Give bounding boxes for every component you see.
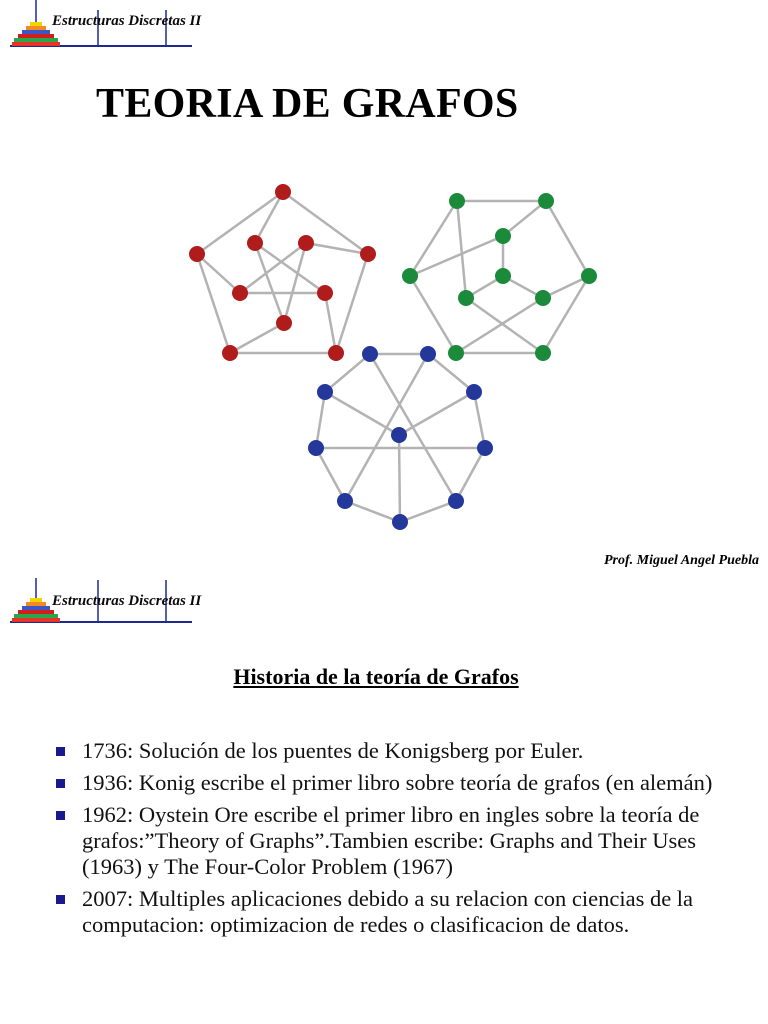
red-graph-edge [229, 321, 285, 355]
green-graph-edge [409, 234, 504, 278]
red-graph-edge [253, 191, 285, 244]
list-item: 1962: Oystein Ore escribe el primer libr… [56, 802, 736, 880]
green-graph-node [581, 268, 597, 284]
blue-graph-edge [454, 447, 487, 502]
bullet-square-icon [56, 779, 65, 788]
blue-graph-node [362, 346, 378, 362]
list-item-text: 1936: Konig escribe el primer libro sobr… [82, 770, 713, 795]
green-graph-edge [455, 296, 544, 355]
green-graph-edge [502, 200, 547, 237]
list-item-text: 2007: Multiples aplicaciones debido a su… [82, 886, 694, 937]
blue-graph-edge [344, 499, 401, 524]
blue-graph-edge [314, 391, 327, 449]
red-graph-edge [254, 241, 326, 295]
bullet-square-icon [56, 811, 65, 820]
red-graph-edge [282, 190, 369, 256]
blue-graph-edge [324, 353, 371, 393]
list-item-text: 1962: Oystein Ore escribe el primer libr… [82, 802, 700, 879]
blue-graph-node [317, 384, 333, 400]
red-graph-edge [323, 292, 338, 354]
green-graph-edge [408, 275, 458, 354]
blue-graph-node [466, 384, 482, 400]
blue-graph-edge [472, 391, 487, 449]
page-title: TEORIA DE GRAFOS [96, 81, 519, 127]
green-graph-node [495, 268, 511, 284]
red-graph-node [232, 285, 248, 301]
list-item: 2007: Multiples aplicaciones debido a su… [56, 886, 736, 938]
green-graph-node [535, 345, 551, 361]
green-graph-node [448, 345, 464, 361]
blue-graph-node [337, 493, 353, 509]
bullet-square-icon [56, 895, 65, 904]
red-graph [189, 184, 376, 361]
green-graph-edge [455, 200, 468, 299]
blue-graph-edge [324, 390, 400, 437]
slide-2: Estructuras Discretas II Historia de la … [0, 574, 768, 1024]
blue-graph [308, 346, 493, 530]
green-graph-edge [542, 274, 590, 300]
red-graph-edge [253, 242, 286, 324]
blue-graph-edge [397, 434, 402, 523]
course-title: Estructuras Discretas II [52, 13, 202, 29]
list-item: 1936: Konig escribe el primer libro sobr… [56, 770, 736, 796]
blue-graph-node [477, 440, 493, 456]
bullet-square-icon [56, 747, 65, 756]
green-graph-edge [541, 275, 591, 354]
slide-header: Estructuras Discretas II [0, 0, 768, 60]
red-graph-node [189, 246, 205, 262]
blue-graph-edge [399, 499, 457, 524]
green-graph-node [402, 268, 418, 284]
green-graph-node [449, 193, 465, 209]
red-graph-edge [305, 241, 369, 256]
green-graph-edge [465, 296, 544, 355]
red-graph-node [360, 246, 376, 262]
red-graph-node [276, 315, 292, 331]
red-graph-node [317, 285, 333, 301]
blue-graph-node [448, 493, 464, 509]
red-graph-node [247, 235, 263, 251]
red-graph-edge [195, 253, 232, 354]
graph-illustrations [189, 184, 597, 530]
author-credit: Prof. Miguel Angel Puebla [603, 553, 759, 568]
red-graph-node [275, 184, 291, 200]
red-graph-edge [282, 242, 308, 324]
list-item: 1736: Solución de los puentes de Konigsb… [56, 738, 736, 764]
slide-header: Estructuras Discretas II [0, 574, 768, 634]
course-title: Estructuras Discretas II [52, 593, 202, 609]
blue-graph-edge [314, 447, 347, 502]
hanoi-logo [10, 578, 192, 623]
blue-graph-node [420, 346, 436, 362]
red-graph-node [328, 345, 344, 361]
green-graph-edge [544, 200, 591, 277]
blue-graph-node [391, 427, 407, 443]
history-list: 1736: Solución de los puentes de Konigsb… [56, 738, 736, 944]
green-graph-node [458, 290, 474, 306]
hanoi-logo [10, 0, 192, 47]
blue-graph-edge [398, 390, 475, 437]
red-graph-edge [196, 253, 241, 294]
blue-graph-node [392, 514, 408, 530]
green-graph [402, 193, 597, 361]
red-graph-edge [196, 190, 284, 256]
green-graph-node [495, 228, 511, 244]
blue-graph-edge [427, 353, 475, 393]
green-graph-node [535, 290, 551, 306]
red-graph-edge [239, 242, 307, 294]
section-title: Historia de la teoría de Grafos [233, 664, 519, 689]
green-graph-edge [408, 200, 459, 277]
red-graph-edge [334, 253, 370, 354]
green-graph-node [538, 193, 554, 209]
slide-1: Estructuras Discretas II TEORIA DE GRAFO… [0, 0, 768, 568]
blue-graph-node [308, 440, 324, 456]
list-item-text: 1736: Solución de los puentes de Konigsb… [82, 738, 584, 763]
red-graph-node [222, 345, 238, 361]
red-graph-node [298, 235, 314, 251]
